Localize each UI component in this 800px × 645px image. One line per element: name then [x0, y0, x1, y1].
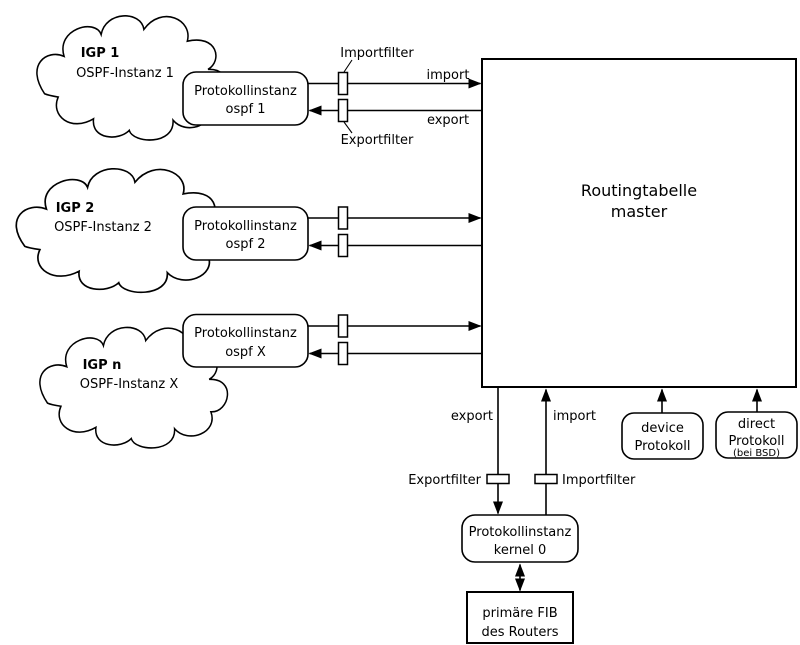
protocol-instance: ospf X	[225, 345, 266, 360]
routing-table-subtitle: master	[611, 202, 668, 221]
fib-line1: primäre FIB	[482, 606, 557, 621]
exportfilter-box-2	[337, 233, 349, 258]
protocol-instance: ospf 2	[226, 237, 266, 252]
cloud-igp-2: IGP 2 OSPF-Instanz 2	[15, 168, 228, 294]
device-protocol-box: device Protokoll	[621, 412, 704, 460]
importfilter-bottom-label: Importfilter	[562, 473, 636, 488]
cloud-subtitle: OSPF-Instanz X	[80, 377, 179, 392]
protocol-name: Protokollinstanz	[194, 219, 297, 234]
direct-note: (bei BSD)	[733, 448, 780, 459]
protocol-box-ospf-x: Protokollinstanz ospf X	[182, 313, 309, 368]
importfilter-box-bottom	[534, 473, 558, 485]
direct-protocol-box: direct Protokoll (bei BSD)	[715, 411, 798, 459]
direct-line2: Protokoll	[729, 434, 785, 449]
protocol-name: Protokollinstanz	[194, 326, 297, 341]
protocol-box-ospf-2: Protokollinstanz ospf 2	[182, 206, 309, 261]
exportfilter-box-3	[337, 341, 349, 366]
exportfilter-bottom-label: Exportfilter	[408, 473, 481, 488]
device-line2: Protokoll	[635, 439, 691, 454]
importfilter-leader	[343, 59, 353, 73]
cloud-subtitle: OSPF-Instanz 1	[76, 66, 174, 81]
protocol-instance: ospf 1	[226, 102, 266, 117]
export-edge-label: export	[427, 113, 469, 128]
exportfilter-box-1	[337, 98, 349, 123]
exportfilter-box-bottom	[486, 473, 510, 485]
direct-line1: direct	[738, 417, 775, 432]
exportfilter-leader	[343, 121, 353, 134]
cloud-igp-n: IGP n OSPF-Instanz X	[39, 326, 229, 449]
importfilter-box-1	[337, 71, 349, 96]
device-line1: device	[641, 421, 684, 436]
protocol-name: Protokollinstanz	[469, 525, 572, 540]
import-edge-label: import	[427, 68, 470, 83]
fib-line2: des Routers	[481, 625, 558, 640]
cloud-subtitle: OSPF-Instanz 2	[54, 220, 152, 235]
routing-table-box: Routingtabelle master	[481, 58, 797, 388]
protocol-name: Protokollinstanz	[194, 84, 297, 99]
kernel-protocol-box: Protokollinstanz kernel 0	[461, 514, 579, 563]
importfilter-top-label: Importfilter	[340, 46, 414, 61]
cloud-title: IGP 2	[56, 201, 95, 216]
protocol-instance: kernel 0	[494, 543, 546, 558]
fib-box: primäre FIB des Routers	[466, 591, 574, 644]
importfilter-box-2	[337, 206, 349, 230]
import-up-label: import	[553, 409, 596, 424]
protocol-box-ospf-1: Protokollinstanz ospf 1	[182, 71, 309, 126]
exportfilter-top-label: Exportfilter	[341, 133, 414, 148]
cloud-title: IGP 1	[81, 46, 120, 61]
export-down-label: export	[451, 409, 493, 424]
routing-table-title: Routingtabelle	[581, 181, 697, 200]
importfilter-box-3	[337, 314, 349, 338]
cloud-title: IGP n	[83, 358, 122, 373]
